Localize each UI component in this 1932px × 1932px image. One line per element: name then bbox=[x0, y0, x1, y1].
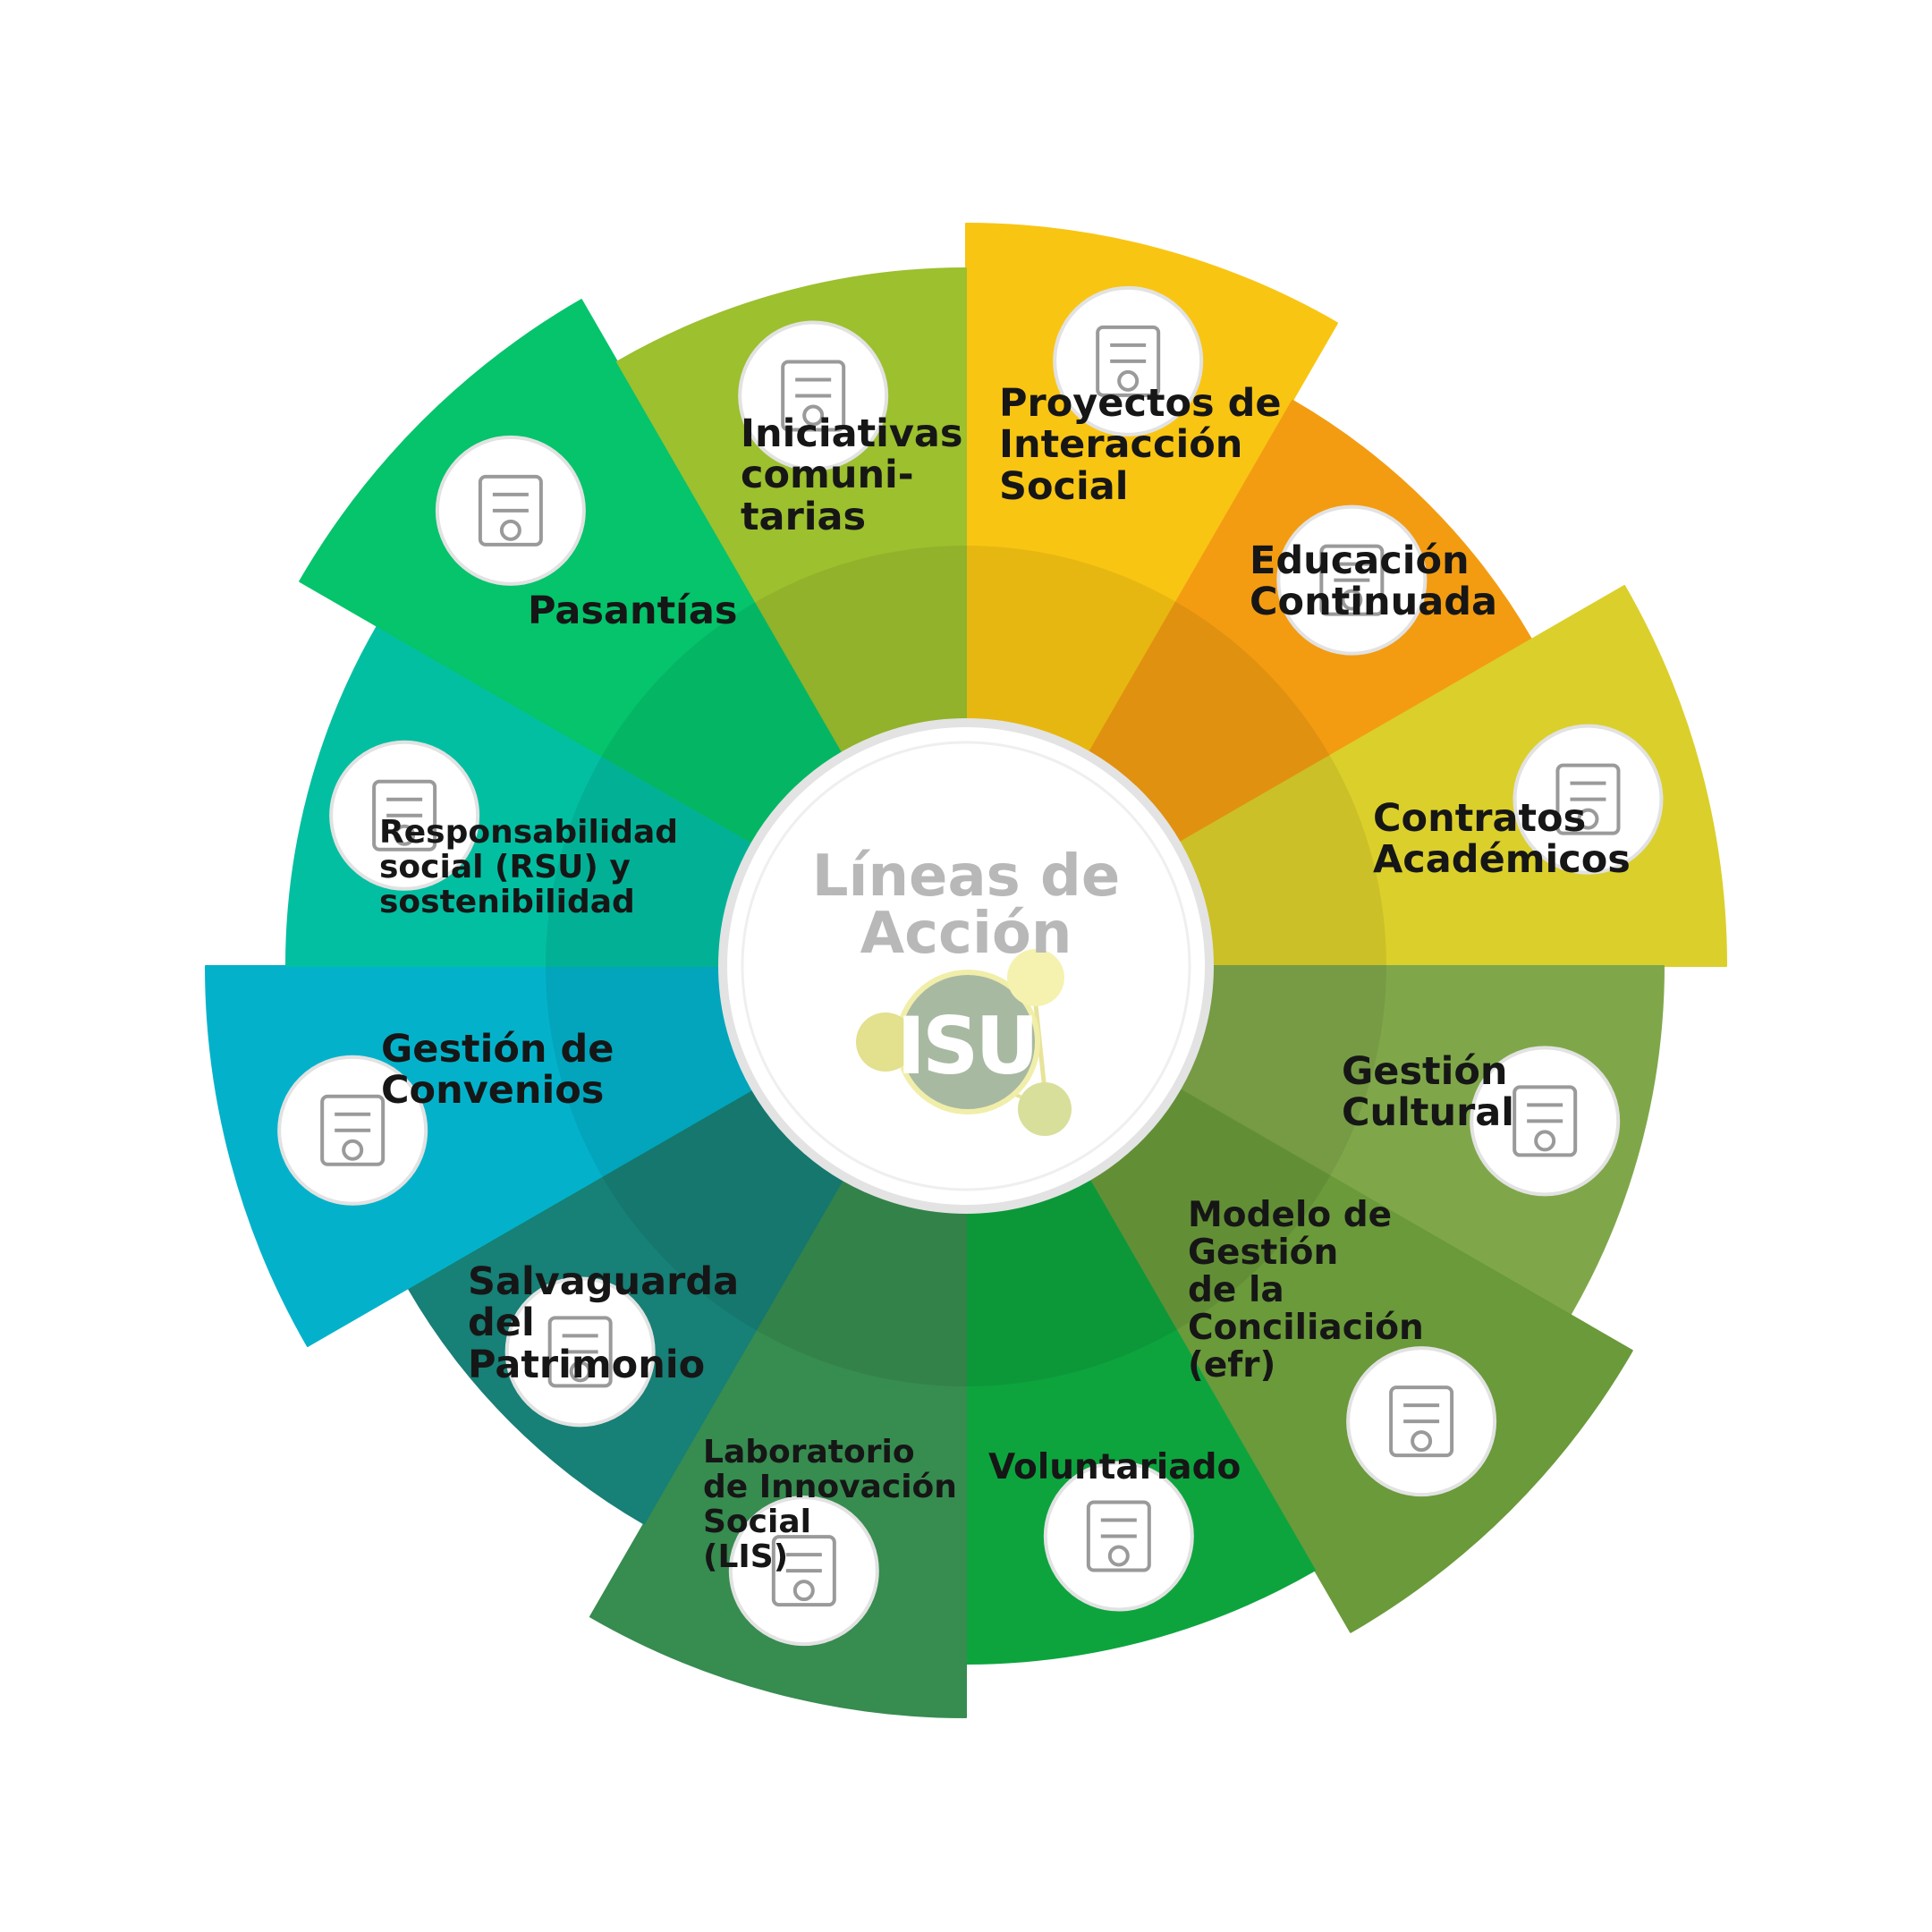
segment-label-line: Gestión bbox=[1342, 1049, 1508, 1094]
center-title: Líneas de Acción bbox=[787, 848, 1145, 962]
segment-label-line: de Innovación bbox=[703, 1468, 957, 1505]
segment-label-line: Social bbox=[703, 1503, 811, 1540]
isu-logo bbox=[856, 949, 1072, 1136]
segment-label-line: Educación bbox=[1250, 538, 1470, 583]
hand-building-icon bbox=[504, 1276, 656, 1428]
segment-label-line: tarias bbox=[741, 494, 867, 539]
segment-label-line: Convenios bbox=[381, 1068, 605, 1114]
segment-label-line: Continuada bbox=[1250, 580, 1498, 625]
segment-label-line: Modelo de bbox=[1188, 1195, 1393, 1235]
logo-text: ISU bbox=[896, 1000, 1039, 1092]
segment-label-line: Pasantías bbox=[528, 589, 738, 633]
idea-bulb-team-icon bbox=[728, 1496, 879, 1647]
segment-label-line: Iniciativas bbox=[741, 411, 963, 456]
segment-label-line: del bbox=[468, 1301, 535, 1346]
segment-label-line: Gestión de bbox=[381, 1027, 614, 1072]
community-meeting-icon bbox=[738, 320, 889, 471]
segment-label-line: Cultural bbox=[1342, 1090, 1515, 1136]
book-graduation-cycle-icon bbox=[1276, 504, 1428, 656]
globe-hands-icon bbox=[1470, 1046, 1621, 1197]
segment-label-voluntariado: Voluntariado bbox=[988, 1447, 1241, 1487]
wheel-icons bbox=[277, 285, 1664, 1647]
briefcase-diploma-icon bbox=[435, 435, 586, 586]
center-title-line-2: Acción bbox=[860, 901, 1072, 967]
contract-handshake-icon bbox=[1513, 724, 1664, 875]
segment-label-line: social (RSU) y bbox=[379, 848, 631, 886]
center-disc bbox=[718, 718, 1214, 1214]
document-gauge-icon bbox=[277, 1055, 428, 1206]
segment-label-line: Patrimonio bbox=[468, 1342, 706, 1387]
people-cycle-icon bbox=[329, 740, 480, 891]
segment-label-line: comuni- bbox=[741, 453, 914, 498]
segment-label-line: Gestión bbox=[1188, 1233, 1339, 1274]
raised-hands-heart-icon bbox=[1043, 1461, 1194, 1612]
segment-label-line: Laboratorio bbox=[703, 1434, 915, 1470]
segment-label-line: Contratos bbox=[1373, 796, 1587, 841]
blueprint-gear-icon bbox=[1053, 285, 1204, 436]
family-icon bbox=[1346, 1346, 1497, 1497]
segment-label-line: Social bbox=[999, 463, 1129, 509]
segment-label-line: Salvaguarda bbox=[468, 1259, 740, 1304]
segment-label-line: Académicos bbox=[1373, 837, 1631, 883]
segment-label-line: (efr) bbox=[1188, 1345, 1276, 1386]
segment-label-line: Responsabilidad bbox=[379, 814, 679, 851]
segment-label-line: Voluntariado bbox=[988, 1447, 1241, 1487]
segment-label-line: Proyectos de bbox=[999, 381, 1282, 426]
segment-label-line: sostenibilidad bbox=[379, 883, 635, 920]
segment-label-line: (LIS) bbox=[703, 1538, 789, 1575]
center-title-line-1: Líneas de bbox=[811, 843, 1121, 910]
segment-label-line: de la bbox=[1188, 1270, 1284, 1311]
segment-label-line: Interacción bbox=[999, 422, 1243, 468]
segment-label-line: Conciliación bbox=[1188, 1308, 1424, 1349]
segment-label-pasantias: Pasantías bbox=[528, 589, 738, 633]
